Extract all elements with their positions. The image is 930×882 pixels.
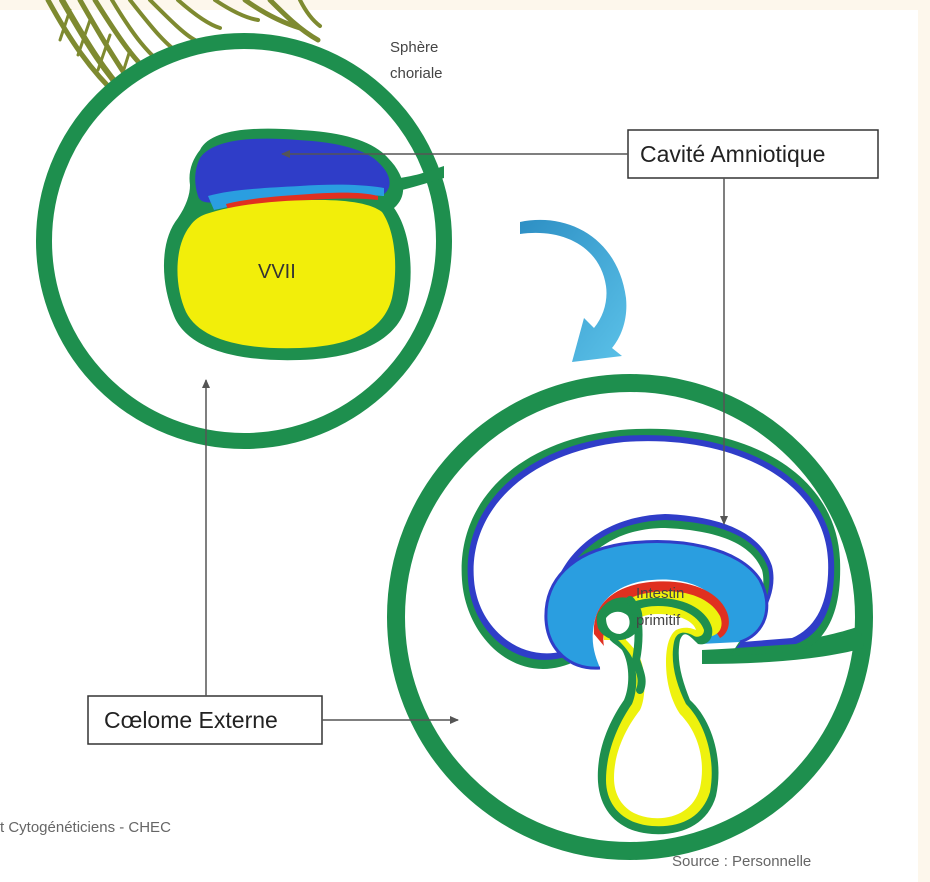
credit-right: Source : Personnelle [672, 853, 811, 870]
cavite-amniotique-label: Cavité Amniotique [640, 141, 825, 167]
curved-transition-arrow [520, 220, 626, 362]
sphere-choriale-label: Sphère [390, 39, 438, 56]
sphere-choriale-label-2: choriale [390, 65, 443, 82]
intestin-label: Intestin [636, 585, 684, 602]
vvii-label: VVII [258, 261, 296, 283]
intestin-label-2: primitif [636, 612, 681, 629]
credit-left: t Cytogénéticiens - CHEC [0, 819, 171, 836]
coelome-externe-label: Cœlome Externe [104, 707, 278, 733]
